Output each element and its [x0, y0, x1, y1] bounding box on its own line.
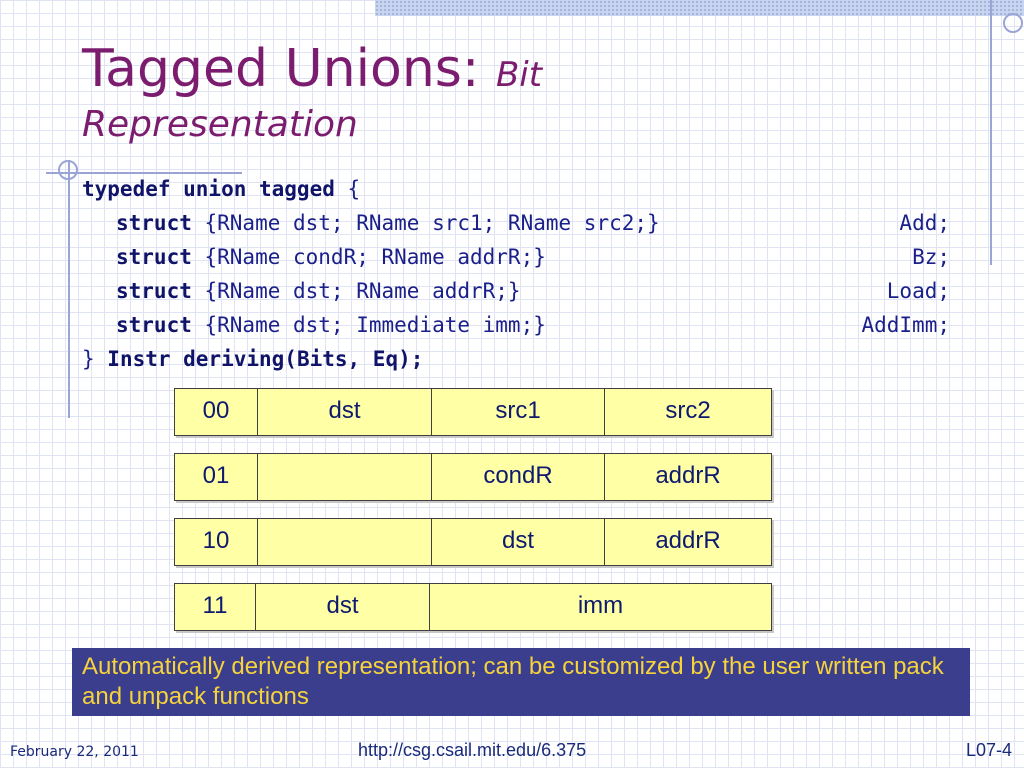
- bit-field: dst: [501, 527, 534, 554]
- title-main-text: Tagged Unions:: [82, 39, 480, 99]
- bit-field: addrR: [655, 462, 721, 489]
- code-block: typedef union tagged { struct {RName dst…: [82, 172, 950, 376]
- code-keyword: typedef union tagged: [82, 177, 335, 201]
- footer-url-link[interactable]: http://csg.csail.mit.edu/6.375: [358, 740, 587, 760]
- code-text: {RName dst; RName src1; RName src2;}: [191, 211, 660, 235]
- decorative-circle-icon: [1003, 13, 1023, 33]
- callout-banner: Automatically derived representation; ca…: [72, 648, 970, 716]
- code-line: } Instr deriving(Bits, Eq);: [82, 342, 950, 376]
- decorative-rule: [990, 0, 992, 265]
- bit-field: dst: [326, 592, 359, 619]
- code-line: typedef union tagged {: [82, 172, 950, 206]
- code-line: struct {RName dst; RName addrR;} Load;: [82, 274, 950, 308]
- decorative-band: [375, 0, 1024, 16]
- code-keyword: struct: [116, 313, 192, 337]
- code-text: {RName condR; RName addrR;}: [191, 245, 546, 269]
- code-tag: AddImm;: [861, 313, 950, 337]
- bit-tag: 00: [202, 397, 230, 424]
- bit-field: [258, 519, 431, 565]
- bit-field: [258, 454, 431, 500]
- code-line: struct {RName condR; RName addrR;} Bz;: [82, 240, 950, 274]
- slide-title: Tagged Unions: Bit Representation: [82, 40, 542, 146]
- footer-page-number: L07-4: [965, 740, 1012, 760]
- bit-field: src1: [495, 397, 541, 424]
- code-keyword: struct: [116, 211, 192, 235]
- code-text: ;: [410, 347, 424, 371]
- bit-layout-row: 10 dst addrR: [174, 518, 772, 566]
- code-keyword: Instr deriving(Bits, Eq): [107, 347, 411, 371]
- title-line2: Representation: [82, 104, 358, 145]
- code-text: {RName dst; RName addrR;}: [191, 279, 521, 303]
- code-tag: Add;: [899, 211, 950, 235]
- bit-field: dst: [328, 397, 361, 424]
- bit-layout-row: 01 condR addrR: [174, 453, 772, 501]
- code-tag: Load;: [886, 279, 950, 303]
- code-text: {RName dst; Immediate imm;}: [191, 313, 546, 337]
- code-line: struct {RName dst; RName src1; RName src…: [82, 206, 950, 240]
- code-line: struct {RName dst; Immediate imm;} AddImm…: [82, 308, 950, 342]
- bit-tag: 10: [202, 527, 230, 554]
- code-text: }: [82, 347, 108, 371]
- decorative-circle-icon: [58, 160, 78, 180]
- code-keyword: struct: [116, 245, 192, 269]
- bit-tag: 01: [202, 462, 230, 489]
- code-text: {: [334, 177, 361, 201]
- decorative-rule: [46, 172, 242, 174]
- bit-field: imm: [577, 592, 624, 619]
- bit-tag: 11: [202, 592, 228, 619]
- bit-layout-row: 11 dst imm: [174, 583, 772, 631]
- bit-field: condR: [483, 462, 553, 489]
- code-tag: Bz;: [912, 245, 950, 269]
- footer-date: February 22, 2011: [10, 744, 139, 760]
- code-keyword: struct: [116, 279, 192, 303]
- bit-layout-row: 00 dst src1 src2: [174, 388, 772, 436]
- bit-field: addrR: [655, 527, 721, 554]
- bit-field: src2: [665, 397, 711, 424]
- title-italic-text: Bit: [495, 55, 543, 95]
- decorative-rule: [68, 160, 70, 418]
